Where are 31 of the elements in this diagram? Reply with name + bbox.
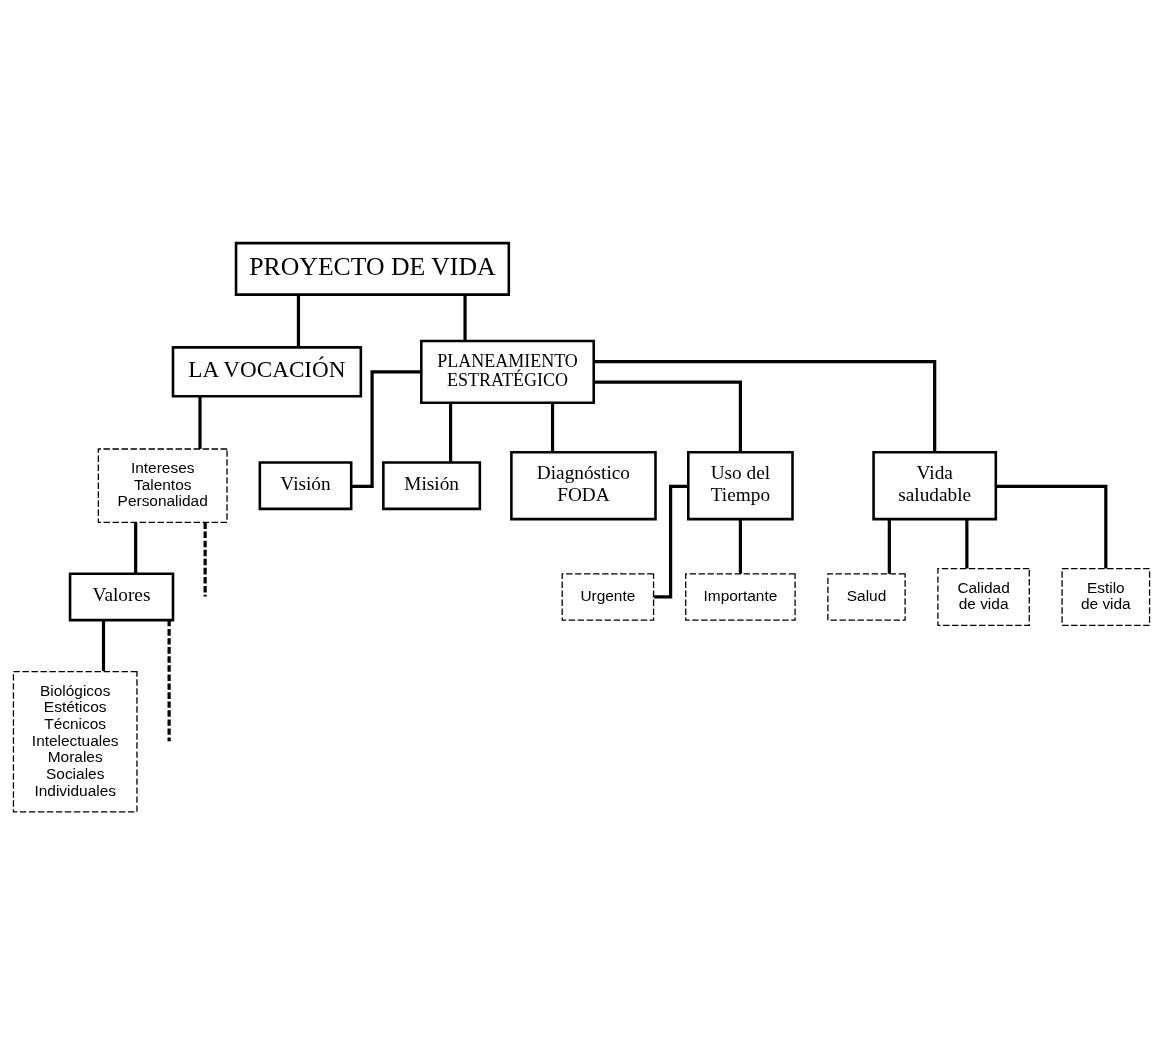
connector	[203, 522, 207, 596]
node-box: Importante	[685, 572, 796, 621]
connector	[887, 519, 891, 574]
node-box: Visión	[258, 460, 353, 510]
node-box: Diagnóstico FODA	[510, 450, 657, 520]
node-box: Vida saludable	[872, 450, 998, 520]
connector	[448, 402, 453, 462]
node-box: LA VOCACIÓN	[171, 345, 363, 398]
connector	[593, 359, 937, 452]
connector	[463, 294, 467, 341]
connector	[996, 484, 1108, 568]
connector	[198, 396, 202, 449]
node-box: Estilo de vida	[1061, 567, 1151, 626]
connector	[296, 294, 301, 347]
connector	[965, 519, 969, 568]
connector	[550, 402, 555, 452]
node-box: Uso del Tiempo	[687, 450, 794, 520]
node-box: PROYECTO DE VIDA	[234, 241, 511, 296]
connector	[738, 519, 742, 574]
node-box: Biológicos Estéticos Técnicos Intelectuales Morales Sociales Individuales	[12, 670, 138, 812]
node-box: Urgente	[561, 572, 655, 621]
node-box: Salud	[827, 572, 906, 621]
node-box: Intereses Talentos Personalidad	[97, 447, 228, 523]
connector	[134, 522, 138, 574]
connector	[101, 619, 106, 671]
connector	[593, 380, 742, 452]
node-box: Calidad de vida	[937, 567, 1030, 626]
node-box: Misión	[382, 460, 482, 510]
node-box: Valores	[68, 572, 175, 621]
node-box: PLANEAMIENTO ESTRATÉGICO	[420, 339, 595, 404]
connector	[167, 619, 171, 741]
